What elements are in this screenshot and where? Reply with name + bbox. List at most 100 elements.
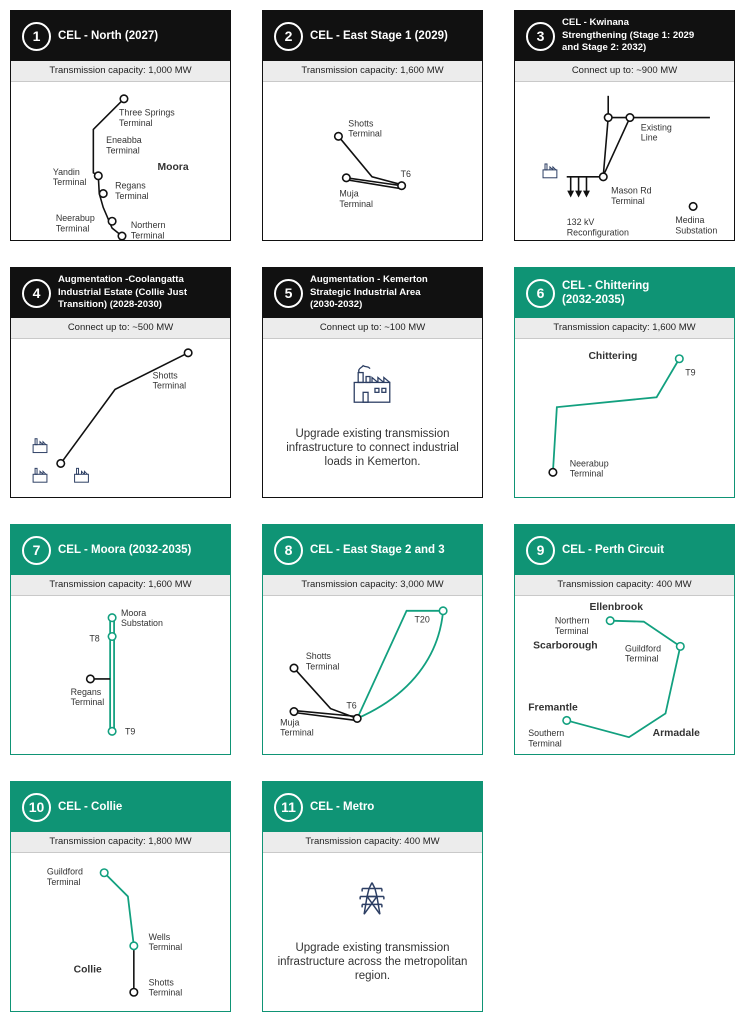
- card-capacity: Transmission capacity: 400 MW: [263, 832, 482, 853]
- terminal-node: [625, 113, 635, 123]
- card-title: CEL - Perth Circuit: [562, 544, 665, 556]
- card-header: 1 CEL - North (2027): [11, 11, 230, 61]
- label-t8: T8: [89, 633, 99, 643]
- terminal-node: [107, 216, 117, 226]
- terminal-node: [674, 354, 684, 364]
- terminal-node: [397, 181, 407, 191]
- factory-icon: [32, 467, 48, 483]
- card-title: CEL - North (2027): [58, 30, 159, 42]
- card-header: 10 CEL - Collie: [11, 782, 230, 832]
- terminal-node: [352, 713, 362, 723]
- factory-icon: [74, 467, 89, 483]
- card-capacity: Transmission capacity: 1,600 MW: [263, 61, 482, 82]
- terminal-node: [107, 613, 117, 623]
- terminal-node: [333, 131, 343, 141]
- card-number: 10: [22, 793, 51, 822]
- arrow-head: [583, 190, 590, 198]
- arrow-head: [567, 190, 575, 198]
- card-number: 4: [22, 279, 51, 308]
- transmission-line: [60, 352, 189, 464]
- card-capacity: Transmission capacity: 1,000 MW: [11, 61, 230, 82]
- transmission-line: [293, 711, 357, 722]
- card-capacity: Transmission capacity: 400 MW: [515, 575, 734, 596]
- card-number: 7: [22, 536, 51, 565]
- terminal-node: [341, 173, 351, 183]
- label-t6: T6: [346, 701, 356, 711]
- terminal-node: [598, 172, 608, 182]
- factory-icon: [32, 438, 48, 454]
- label-armadale: Armadale: [653, 728, 700, 739]
- terminal-node: [56, 458, 66, 468]
- card-header: 9 CEL - Perth Circuit: [515, 525, 734, 575]
- card-header: 8 CEL - East Stage 2 and 3: [263, 525, 482, 575]
- card-number: 11: [274, 793, 303, 822]
- card-number: 1: [22, 22, 51, 51]
- label-t20: T20: [414, 615, 429, 625]
- transmission-line: [566, 619, 682, 739]
- transmission-line: [552, 358, 681, 473]
- card-cel-collie: 10 CEL - Collie Transmission capacity: 1…: [10, 781, 231, 1012]
- card-number: 5: [274, 279, 303, 308]
- terminal-node: [548, 467, 558, 477]
- terminal-node: [99, 868, 109, 878]
- terminal-node: [688, 201, 698, 211]
- card-content: Upgrade existing transmission infrastruc…: [263, 339, 482, 497]
- terminal-node: [117, 231, 127, 240]
- terminal-node: [107, 631, 117, 642]
- factory-icon: [353, 364, 391, 403]
- label-collie: Collie: [74, 964, 102, 975]
- card-cel-perth-circuit: 9 CEL - Perth Circuit Transmission capac…: [514, 524, 735, 755]
- terminal-node: [438, 606, 448, 616]
- terminal-node: [98, 189, 108, 199]
- icon-area: [353, 364, 391, 403]
- card-title: CEL - Chittering(2032-2035): [562, 280, 650, 306]
- terminal-node: [289, 706, 299, 717]
- card-description: Upgrade existing transmission infrastruc…: [286, 428, 459, 468]
- terminal-node: [129, 941, 139, 951]
- factory-icon: [542, 163, 558, 179]
- card-capacity: Connect up to: ~900 MW: [515, 61, 734, 82]
- terminal-node: [119, 94, 129, 104]
- transmission-line: [293, 709, 358, 718]
- terminal-node: [107, 726, 117, 736]
- card-capacity: Transmission capacity: 1,600 MW: [515, 318, 734, 339]
- card-capacity: Transmission capacity: 1,800 MW: [11, 832, 230, 853]
- card-header: 6 CEL - Chittering(2032-2035): [515, 268, 734, 318]
- transmission-line: [602, 117, 609, 176]
- label-t6: T6: [401, 169, 411, 179]
- card-title: CEL - Collie: [58, 801, 123, 813]
- terminal-node: [93, 171, 103, 181]
- card-capacity: Transmission capacity: 3,000 MW: [263, 575, 482, 596]
